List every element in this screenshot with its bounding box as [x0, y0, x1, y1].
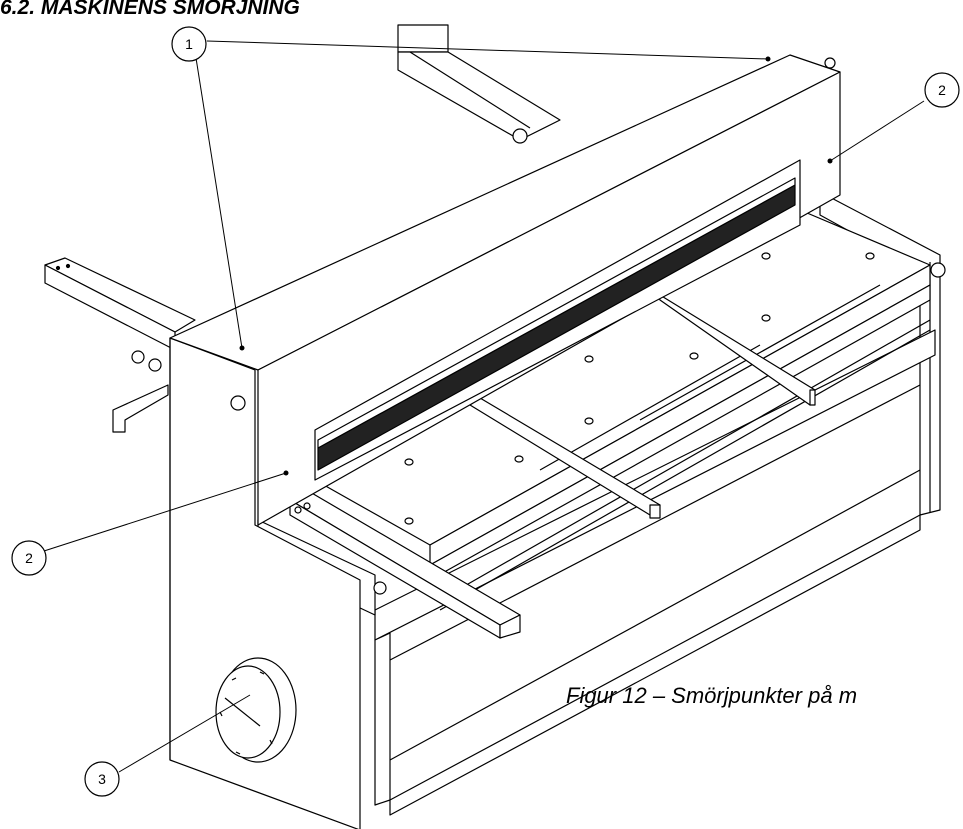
callout-2-right: 2: [924, 72, 960, 108]
rear-support-arm: [397, 24, 561, 144]
callout-2-left: 2: [11, 540, 47, 576]
svg-text:3: 3: [98, 771, 106, 787]
svg-text:2: 2: [938, 82, 946, 98]
handwheel: [215, 657, 297, 763]
work-table: [314, 209, 931, 611]
table-holes: [404, 252, 875, 525]
table-ribs: [469, 291, 816, 519]
callout-3: 3: [84, 761, 120, 797]
svg-text:2: 2: [25, 550, 33, 566]
svg-text:1: 1: [185, 36, 193, 52]
section-heading: 6.2. MASKINENS SMÖRJNING: [0, 0, 300, 19]
callout-1: 1: [171, 26, 207, 62]
figure-caption: Figur 12 – Smörjpunkter på m: [566, 683, 858, 708]
blade: [317, 177, 796, 471]
